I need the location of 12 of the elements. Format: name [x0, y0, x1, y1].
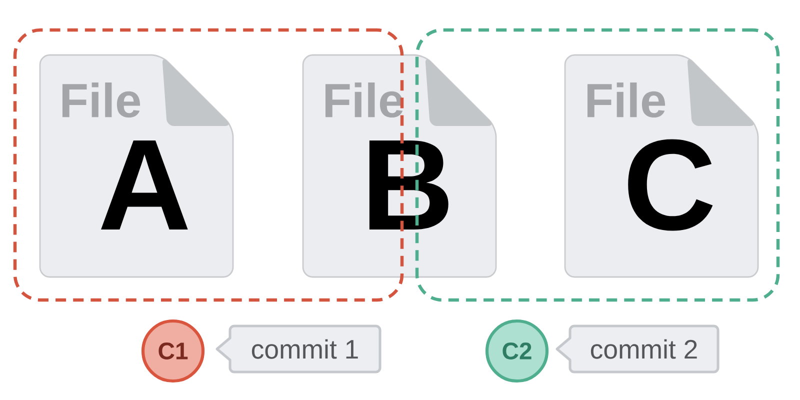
file-label: File: [325, 82, 404, 118]
file-icon: [302, 54, 497, 278]
file-label: File: [62, 82, 140, 118]
commit-badge: C1: [141, 319, 205, 383]
callout-bubble: commit 2: [556, 324, 720, 374]
file-label: File: [588, 82, 666, 118]
callout-bubble: commit 1: [216, 324, 382, 374]
file-icon: [564, 54, 759, 278]
file-letter: C: [628, 139, 713, 231]
file-letter: A: [101, 140, 188, 230]
file-icon: [39, 54, 234, 278]
commit-badge: C2: [485, 319, 549, 383]
